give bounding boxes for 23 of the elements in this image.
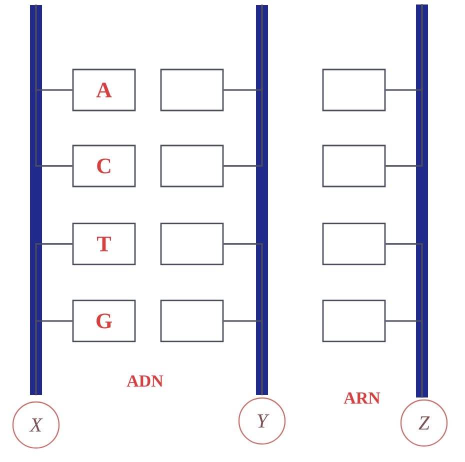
connector-line (35, 4, 72, 167)
connector-line (224, 320, 263, 396)
letter-box: T (72, 222, 136, 266)
connector-line (386, 320, 423, 398)
empty-box (160, 144, 224, 188)
letter-box: A (72, 68, 136, 112)
connector-line (35, 320, 72, 396)
empty-box (322, 144, 386, 188)
empty-box (322, 300, 386, 342)
letter-box: G (72, 300, 136, 342)
empty-box (160, 222, 224, 266)
empty-box (160, 68, 224, 112)
empty-box (322, 68, 386, 112)
connector-line (224, 4, 263, 167)
connector-line (386, 4, 423, 167)
strand-label: ADN (126, 375, 164, 387)
circle-label: Y (238, 397, 286, 445)
circle-label: Z (400, 399, 448, 447)
empty-box (160, 300, 224, 342)
circle-label: X (12, 401, 60, 449)
empty-box (322, 222, 386, 266)
strand-label: ARN (344, 392, 380, 404)
letter-box: C (72, 144, 136, 188)
